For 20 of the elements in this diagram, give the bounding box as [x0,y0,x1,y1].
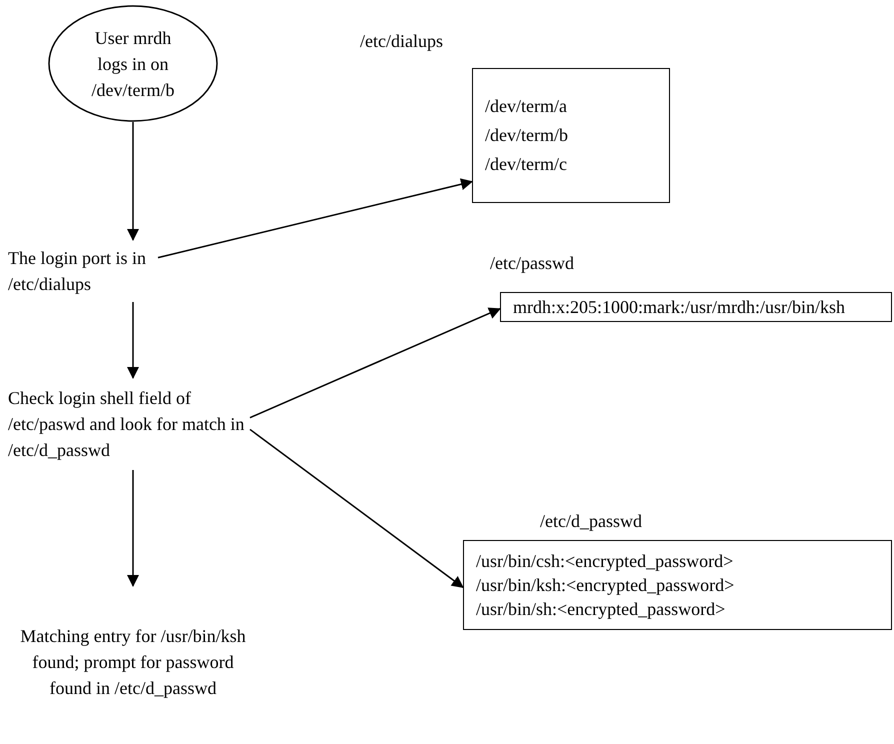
step-text: Check login shell field of /etc/paswd and look for match in /etc/d_passwd [8,387,246,462]
arrow [158,178,473,258]
file-name: /etc/d_passwd [540,510,642,533]
file-name: /etc/passwd [490,252,574,275]
file-line: /usr/bin/ksh:<encrypted_password> [476,574,736,597]
arrow [250,308,501,418]
step-text: The login port is in /etc/dialups [8,247,147,296]
file-name: /etc/dialups [360,30,443,53]
file-line: /dev/term/c [485,153,568,176]
file-line: /usr/bin/sh:<encrypted_password> [476,598,726,621]
file-line: mrdh:x:205:1000:mark:/usr/mrdh:/usr/bin/ksh [513,296,846,319]
file-line: /dev/term/b [485,124,569,147]
file-line: /dev/term/a [485,95,568,118]
step-text: Matching entry for /usr/bin/ksh found; prompt for password found in /etc/d_passwd [20,625,246,700]
arrow [127,302,139,379]
arrow [250,428,464,588]
arrow [127,470,139,587]
file-line: /usr/bin/csh:<encrypted_password> [476,550,734,573]
arrow [127,122,139,241]
step-text: User mrdh logs in on /dev/term/b [90,26,176,102]
